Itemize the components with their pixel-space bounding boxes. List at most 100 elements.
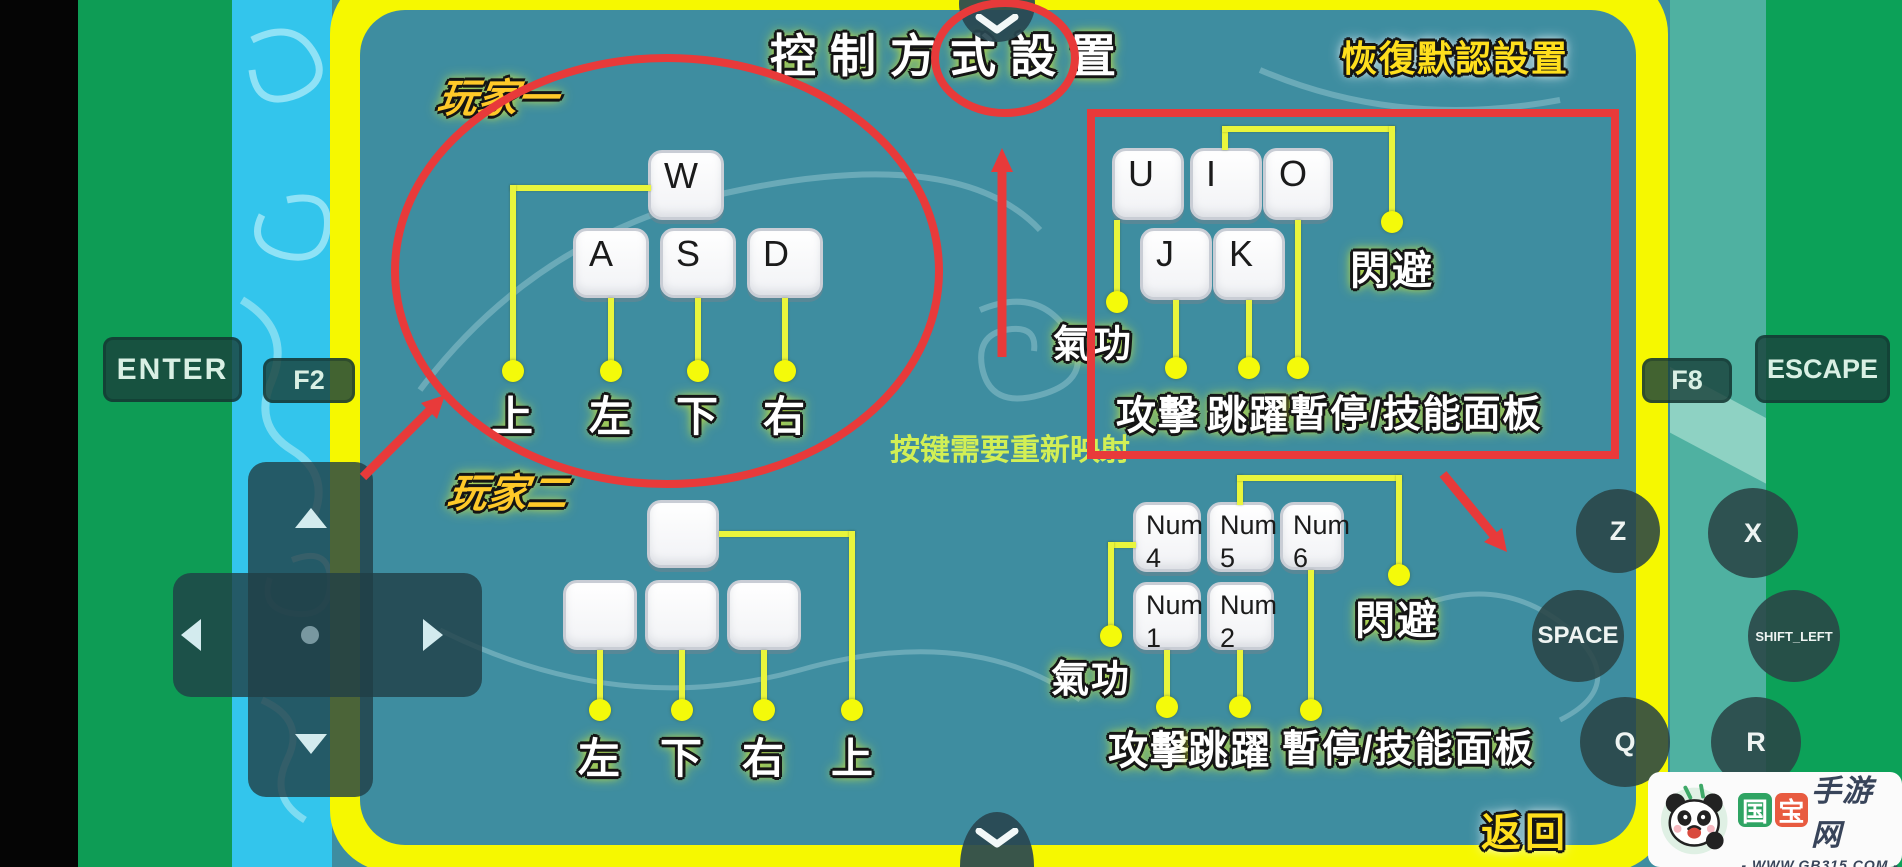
connector bbox=[761, 650, 767, 710]
logo-suffix: 手游网 bbox=[1810, 775, 1873, 852]
connector bbox=[1237, 475, 1402, 481]
p1-action-qigong: 氣功 bbox=[1052, 324, 1133, 366]
num6-line2: 6 bbox=[1293, 542, 1309, 573]
connector bbox=[1173, 300, 1179, 365]
dpad bbox=[173, 462, 482, 797]
key-i[interactable]: I bbox=[1190, 148, 1262, 220]
connector-dot bbox=[589, 699, 611, 721]
connector bbox=[1308, 570, 1314, 710]
connector-dot bbox=[1165, 357, 1187, 379]
dpad-right-button[interactable] bbox=[423, 619, 443, 651]
p1-action-pause: 暫停/技能面板 bbox=[1290, 394, 1543, 436]
connector bbox=[1237, 475, 1243, 505]
key-s[interactable]: S bbox=[660, 228, 736, 298]
num2-line2: 2 bbox=[1220, 622, 1236, 653]
dpad-center-dot bbox=[301, 626, 319, 644]
logo-char-bao: 宝 bbox=[1774, 793, 1808, 827]
key-j[interactable]: J bbox=[1140, 228, 1212, 300]
key-num2[interactable]: Num 2 bbox=[1207, 582, 1277, 653]
key-u[interactable]: U bbox=[1112, 148, 1184, 220]
back-button[interactable]: 返回 bbox=[1481, 811, 1569, 855]
key-num1[interactable]: Num 1 bbox=[1133, 582, 1204, 653]
p2-action-jump: 跳躍 bbox=[1188, 729, 1272, 773]
f2-button[interactable]: F2 bbox=[263, 358, 355, 403]
key-s-label: S bbox=[676, 233, 701, 274]
p1-dir-up: 上 bbox=[490, 393, 535, 440]
player1-label: 玩家一 bbox=[434, 77, 561, 121]
num1-line1: Num bbox=[1146, 590, 1204, 620]
key-i-label: I bbox=[1206, 153, 1217, 194]
connector-dot bbox=[1287, 357, 1309, 379]
p1-dir-down: 下 bbox=[675, 393, 720, 440]
shift-left-button[interactable]: SHIFT_LEFT bbox=[1748, 590, 1840, 682]
key-a[interactable]: A bbox=[573, 228, 649, 298]
logo-char-guo: 国 bbox=[1738, 793, 1772, 827]
f2-button-label: F2 bbox=[293, 365, 325, 395]
key-o-label: O bbox=[1279, 153, 1308, 194]
site-logo: 国 宝 手游网 - WWW.GB315.COM - bbox=[1648, 772, 1902, 867]
key-d[interactable]: D bbox=[747, 228, 823, 298]
p1-dir-left: 左 bbox=[588, 393, 633, 440]
p2-action-pause: 暫停/技能面板 bbox=[1282, 729, 1535, 771]
dpad-left-button[interactable] bbox=[181, 619, 201, 651]
connector-dot bbox=[1381, 211, 1403, 233]
p2-dir-right: 右 bbox=[741, 735, 786, 782]
key-a-label: A bbox=[589, 233, 614, 274]
f8-button-label: F8 bbox=[1671, 365, 1703, 395]
p2-key-right[interactable] bbox=[727, 580, 801, 650]
shift-left-button-label: SHIFT_LEFT bbox=[1755, 628, 1833, 644]
x-button[interactable]: X bbox=[1708, 488, 1798, 578]
p1-dir-right: 右 bbox=[762, 393, 807, 440]
connector bbox=[1396, 475, 1402, 575]
num5-line1: Num bbox=[1220, 510, 1278, 540]
p2-action-qigong: 氣功 bbox=[1050, 659, 1131, 701]
escape-button[interactable]: ESCAPE bbox=[1755, 335, 1890, 403]
z-button[interactable]: Z bbox=[1576, 489, 1660, 573]
q-button-label: Q bbox=[1614, 726, 1636, 757]
p2-action-attack: 攻擊 bbox=[1108, 729, 1192, 773]
key-k-label: K bbox=[1229, 233, 1254, 274]
dpad-up-button[interactable] bbox=[295, 508, 327, 528]
key-num6[interactable]: Num 6 bbox=[1280, 502, 1351, 573]
restore-defaults-button[interactable]: 恢復默認設置 bbox=[1340, 38, 1569, 79]
left-black-bar bbox=[0, 0, 78, 867]
key-d-label: D bbox=[763, 233, 789, 274]
connector bbox=[1108, 542, 1136, 548]
remap-note: 按键需要重新映射 bbox=[890, 434, 1130, 467]
num1-line2: 1 bbox=[1146, 622, 1162, 653]
connector-dot bbox=[1100, 625, 1122, 647]
key-k[interactable]: K bbox=[1213, 228, 1285, 300]
connector-dot bbox=[1238, 357, 1260, 379]
connector-dot bbox=[687, 360, 709, 382]
p2-key-down[interactable] bbox=[645, 580, 719, 650]
connector-dot bbox=[753, 699, 775, 721]
key-num5[interactable]: Num 5 bbox=[1207, 502, 1278, 573]
space-button[interactable]: SPACE bbox=[1532, 590, 1624, 682]
chevron-down-icon bbox=[975, 14, 1019, 34]
z-button-label: Z bbox=[1609, 515, 1627, 546]
key-num4[interactable]: Num 4 bbox=[1133, 502, 1203, 573]
p2-key-up[interactable] bbox=[647, 500, 719, 568]
connector-dot bbox=[1229, 696, 1251, 718]
connector-dot bbox=[1156, 696, 1178, 718]
key-w[interactable]: W bbox=[648, 150, 724, 220]
enter-button-label: ENTER bbox=[116, 352, 229, 386]
connector-dot bbox=[1106, 291, 1128, 313]
key-o[interactable]: O bbox=[1263, 148, 1333, 220]
num6-line1: Num bbox=[1293, 510, 1351, 540]
enter-button[interactable]: ENTER bbox=[103, 337, 242, 402]
connector bbox=[679, 650, 685, 710]
connector-dot bbox=[1300, 699, 1322, 721]
p2-dir-up: 上 bbox=[830, 735, 875, 782]
connector bbox=[719, 531, 855, 537]
p2-key-left[interactable] bbox=[563, 580, 637, 650]
connector bbox=[1246, 300, 1252, 365]
f8-button[interactable]: F8 bbox=[1642, 358, 1732, 403]
page-title: 控制方式設置 bbox=[770, 30, 1130, 82]
dpad-down-button[interactable] bbox=[295, 734, 327, 754]
panda-icon bbox=[1660, 783, 1728, 854]
r-button-label: R bbox=[1746, 726, 1766, 757]
logo-site-url: - WWW.GB315.COM - bbox=[1741, 857, 1899, 867]
escape-button-label: ESCAPE bbox=[1766, 353, 1879, 384]
